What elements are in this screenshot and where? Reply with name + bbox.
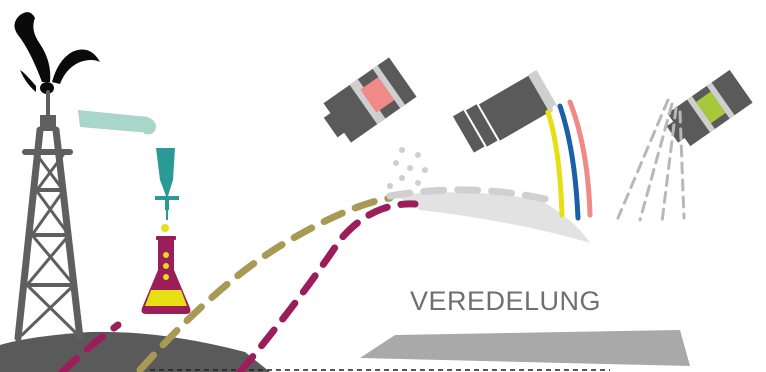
tube-pink <box>323 57 417 143</box>
erlenmeyer-flask <box>141 236 191 314</box>
olive-dashed-path <box>136 194 394 372</box>
ground-slab-top <box>395 192 590 243</box>
oil-derrick <box>14 90 84 342</box>
ground-slab-veredelung <box>360 330 690 366</box>
dropper <box>155 148 179 232</box>
oil-gush <box>14 12 100 94</box>
tube-stack <box>450 68 560 156</box>
color-streams <box>545 99 593 221</box>
magenta-dashed-path-2 <box>236 200 419 372</box>
spray-lines <box>616 98 686 224</box>
spray-can <box>666 69 753 147</box>
veredelung-label: VEREDELUNG <box>410 286 602 316</box>
powder-dots <box>387 147 428 189</box>
ground-slab-left <box>0 331 270 372</box>
magenta-dashed-path <box>58 321 122 372</box>
test-tube <box>78 110 156 135</box>
light-gray-dashed-path <box>386 186 554 204</box>
